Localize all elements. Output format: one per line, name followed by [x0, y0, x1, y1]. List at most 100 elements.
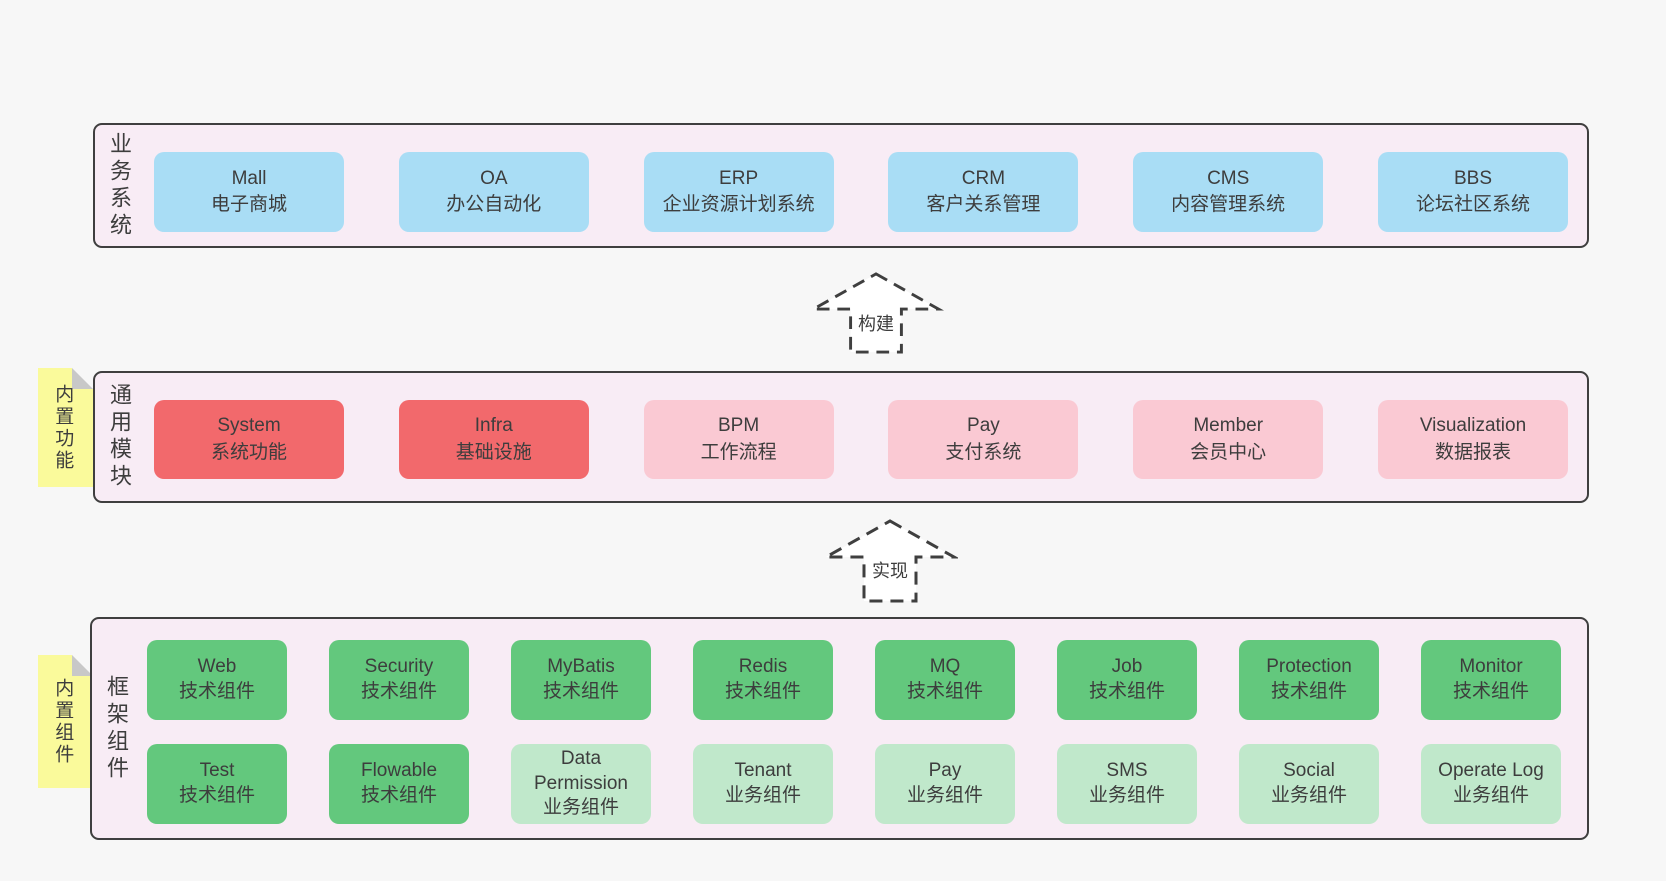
box-title: Pay [928, 760, 962, 782]
box-cms: CMS 内容管理系统 [1133, 152, 1324, 232]
box-title: CRM [961, 167, 1006, 189]
box-subtitle: 技术组件 [360, 785, 437, 806]
box-subtitle: 技术组件 [1088, 681, 1165, 702]
box-title: Member [1193, 415, 1264, 437]
box-title: Security [364, 656, 434, 678]
box-subtitle: 业务组件 [1270, 785, 1347, 806]
box-subtitle: 企业资源计划系统 [662, 194, 815, 215]
box-title: Test [199, 760, 235, 782]
build-arrow-label: 构建 [855, 310, 897, 336]
box-subtitle: 技术组件 [178, 785, 255, 806]
box-title: Data Permission [534, 747, 628, 794]
box-subtitle: 基础设施 [455, 441, 532, 463]
box-tenant: Tenant 业务组件 [693, 744, 833, 824]
box-title: Redis [738, 656, 788, 678]
box-subtitle: 办公自动化 [446, 194, 542, 215]
box-title: Monitor [1459, 656, 1523, 678]
box-subtitle: 业务组件 [542, 797, 619, 819]
box-visualization: Visualization 数据报表 [1377, 400, 1568, 479]
box-protection: Protection 技术组件 [1239, 640, 1379, 720]
box-mybatis: MyBatis 技术组件 [511, 640, 651, 720]
box-mq: MQ 技术组件 [875, 640, 1015, 720]
box-bpm: BPM 工作流程 [643, 400, 834, 479]
builtin-components-tab: 内置组件 [38, 655, 93, 788]
box-title: MyBatis [547, 656, 615, 678]
box-subtitle: 技术组件 [724, 681, 801, 702]
box-subtitle: 技术组件 [1270, 681, 1347, 702]
folded-corner-icon [72, 368, 93, 389]
framework-components-label: 框架组件 [104, 674, 129, 783]
box-title: OA [480, 167, 508, 189]
box-title: MQ [929, 656, 961, 678]
build-arrow: 构建 [808, 270, 944, 356]
box-redis: Redis 技术组件 [693, 640, 833, 720]
box-subtitle: 业务组件 [1088, 785, 1165, 806]
box-title: BPM [718, 415, 760, 437]
box-data-permission: Data Permission 业务组件 [511, 744, 651, 824]
box-subtitle: 技术组件 [542, 681, 619, 702]
box-social: Social 业务组件 [1239, 744, 1379, 824]
implement-arrow: 实现 [822, 517, 958, 605]
box-web: Web 技术组件 [147, 640, 287, 720]
box-title: BBS [1453, 167, 1492, 189]
box-security: Security 技术组件 [329, 640, 469, 720]
box-subtitle: 论坛社区系统 [1415, 194, 1530, 215]
box-title: System [217, 415, 281, 437]
box-bbs: BBS 论坛社区系统 [1377, 152, 1568, 232]
box-subtitle: 业务组件 [724, 785, 801, 806]
box-subtitle: 会员中心 [1190, 441, 1267, 463]
box-title: Pay [967, 415, 1000, 437]
box-subtitle: 电子商城 [210, 194, 287, 215]
box-crm: CRM 客户关系管理 [888, 152, 1079, 232]
box-subtitle: 客户关系管理 [926, 194, 1041, 215]
box-monitor: Monitor 技术组件 [1421, 640, 1561, 720]
box-title: ERP [719, 167, 759, 189]
business-systems-panel: 业务系统 Mall 电子商城 OA 办公自动化 ERP 企业资源计划系统 CRM… [93, 123, 1589, 248]
box-member: Member 会员中心 [1133, 400, 1324, 479]
box-subtitle: 内容管理系统 [1171, 194, 1286, 215]
box-subtitle: 技术组件 [906, 681, 983, 702]
box-title: Operate Log [1438, 760, 1544, 782]
box-operate-log: Operate Log 业务组件 [1421, 744, 1561, 824]
box-subtitle: 支付系统 [945, 441, 1022, 463]
box-subtitle: 技术组件 [178, 681, 255, 702]
box-title: SMS [1106, 760, 1148, 782]
box-title: Mall [231, 167, 267, 189]
box-erp: ERP 企业资源计划系统 [643, 152, 834, 232]
box-subtitle: 数据报表 [1434, 441, 1511, 463]
box-title: Tenant [734, 760, 792, 782]
common-modules-label: 通用模块 [107, 383, 132, 491]
box-title: Social [1283, 760, 1335, 782]
box-infra: Infra 基础设施 [398, 400, 589, 479]
box-mall: Mall 电子商城 [154, 152, 344, 232]
biz-components-row: Test 技术组件 Flowable 技术组件 Data Permission … [147, 744, 1561, 824]
box-title: Flowable [360, 760, 438, 782]
box-job: Job 技术组件 [1057, 640, 1197, 720]
common-modules-row: System 系统功能 Infra 基础设施 BPM 工作流程 Pay 支付系统… [154, 400, 1568, 479]
box-title: Job [1111, 656, 1143, 678]
box-subtitle: 业务组件 [906, 785, 983, 806]
business-systems-row: Mall 电子商城 OA 办公自动化 ERP 企业资源计划系统 CRM 客户关系… [154, 152, 1568, 232]
box-sms: SMS 业务组件 [1057, 744, 1197, 824]
box-subtitle: 业务组件 [1452, 785, 1529, 806]
box-title: CMS [1207, 167, 1250, 189]
box-flowable: Flowable 技术组件 [329, 744, 469, 824]
framework-components-panel: 框架组件 Web 技术组件 Security 技术组件 MyBatis 技术组件… [90, 617, 1589, 840]
builtin-features-tab-label: 内置功能 [52, 383, 74, 472]
box-system: System 系统功能 [154, 400, 344, 479]
tech-components-row: Web 技术组件 Security 技术组件 MyBatis 技术组件 Redi… [147, 640, 1561, 720]
box-subtitle: 技术组件 [360, 681, 437, 702]
box-test: Test 技术组件 [147, 744, 287, 824]
business-systems-label: 业务系统 [107, 131, 132, 240]
box-subtitle: 系统功能 [210, 441, 287, 463]
box-subtitle: 技术组件 [1452, 681, 1529, 702]
builtin-components-tab-label: 内置组件 [52, 677, 74, 766]
box-title: Visualization [1419, 415, 1527, 437]
box-title: Protection [1266, 656, 1352, 678]
box-oa: OA 办公自动化 [398, 152, 589, 232]
box-pay-component: Pay 业务组件 [875, 744, 1015, 824]
box-title: Web [197, 656, 237, 678]
box-pay-module: Pay 支付系统 [888, 400, 1079, 479]
box-subtitle: 工作流程 [700, 441, 777, 463]
box-title: Infra [474, 415, 513, 437]
